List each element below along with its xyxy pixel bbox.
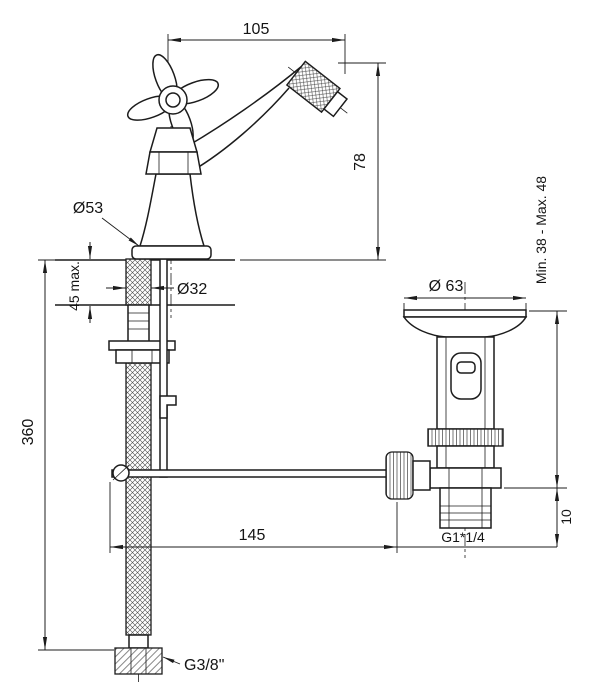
rod-clamp-knob bbox=[385, 451, 431, 500]
popup-waste-assembly bbox=[385, 309, 528, 529]
dim-shank-diameter: Ø32 bbox=[106, 281, 207, 298]
dim-360-label: 360 bbox=[20, 419, 37, 446]
waste-body bbox=[436, 336, 495, 430]
supply-hose-assembly bbox=[108, 258, 176, 675]
dim-78-label: 78 bbox=[352, 153, 369, 171]
dim-d63-label: Ø 63 bbox=[429, 278, 464, 295]
mounting-nut bbox=[115, 349, 170, 364]
dim-supply-thread: G3/8" bbox=[162, 656, 224, 674]
handle-skirt bbox=[149, 127, 198, 153]
faucet-body bbox=[138, 173, 206, 247]
aerator bbox=[285, 60, 349, 118]
waste-flange bbox=[403, 309, 527, 318]
dim-waste-thread: G1*1/4 bbox=[441, 529, 485, 545]
overflow-slot bbox=[456, 361, 476, 374]
overflow-window bbox=[450, 352, 482, 400]
dim-hose-length: 360 bbox=[20, 259, 114, 651]
label-g114: G1*1/4 bbox=[441, 529, 485, 545]
dim-105-label: 105 bbox=[243, 21, 270, 38]
dim-spout-reach: 105 bbox=[167, 21, 346, 74]
waste-tailpiece bbox=[439, 487, 492, 529]
popup-rod bbox=[111, 258, 401, 482]
rod-clip bbox=[159, 395, 177, 419]
dim-45max-label: 45 max. bbox=[66, 261, 82, 311]
dim-spout-height: 78 bbox=[240, 62, 386, 261]
dim-waste-tail: 10 bbox=[504, 487, 574, 547]
hose-end-nut bbox=[114, 647, 163, 675]
locking-nut bbox=[429, 467, 502, 489]
dim-145-label: 145 bbox=[239, 527, 266, 544]
dim-d32-label: Ø32 bbox=[177, 281, 207, 298]
dim-rod-reach: 145 bbox=[109, 482, 557, 553]
dim-base-diameter: Ø53 bbox=[73, 200, 140, 247]
handle-collar bbox=[145, 151, 202, 175]
faucet-base bbox=[131, 245, 212, 260]
flexible-hose bbox=[125, 362, 152, 636]
dim-waste-mounting-range: Min. 38 - Max. 48 bbox=[529, 176, 567, 488]
horizontal-rod bbox=[111, 469, 401, 478]
dim-deck-thickness: 45 max. bbox=[66, 242, 93, 323]
dim-minmax-label: Min. 38 - Max. 48 bbox=[533, 176, 549, 284]
faucet bbox=[126, 53, 349, 260]
label-g38: G3/8" bbox=[184, 657, 224, 674]
dim-waste-flange-diameter: Ø 63 bbox=[403, 278, 527, 313]
knurled-ring bbox=[427, 428, 504, 447]
faucet-spout bbox=[185, 65, 303, 172]
dim-d53-label: Ø53 bbox=[73, 200, 103, 217]
dim-10-label: 10 bbox=[558, 509, 574, 525]
